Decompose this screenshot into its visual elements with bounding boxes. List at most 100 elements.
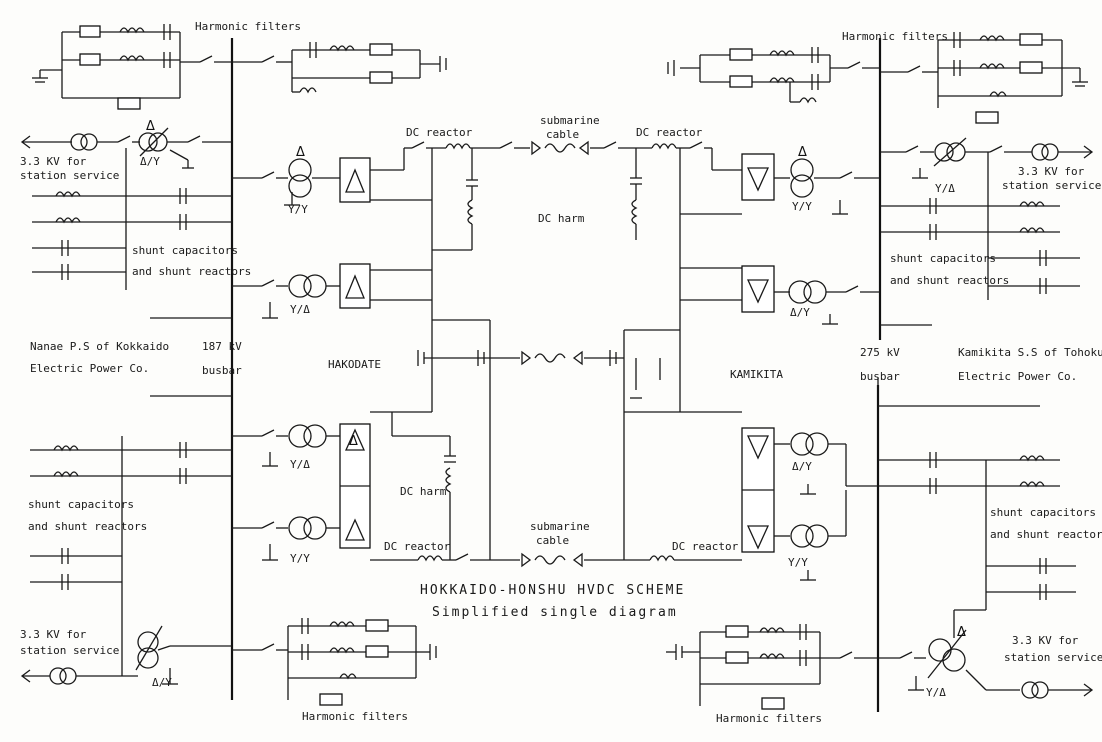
winding-label: Y/Y bbox=[792, 200, 812, 213]
dc-harm-label: DC harm bbox=[400, 485, 447, 498]
transformer-icon bbox=[288, 274, 312, 298]
station-service-top-left bbox=[20, 127, 232, 169]
submarine-cable-label: submarine bbox=[530, 520, 590, 533]
harmonic-filter-top-right-2 bbox=[880, 32, 1088, 124]
harmonic-filter-bottom-left bbox=[232, 618, 437, 706]
winding-delta-label: Δ bbox=[349, 434, 358, 449]
reactor-icon bbox=[119, 55, 145, 62]
station-service-label: 3.3 KV for bbox=[1012, 634, 1079, 647]
submarine-cable-icon bbox=[544, 143, 576, 153]
transformer-icon bbox=[790, 524, 814, 548]
dc-reactor-label: DC reactor bbox=[672, 540, 739, 553]
reactor-icon bbox=[651, 143, 677, 150]
dc-reactor-label: DC reactor bbox=[406, 126, 473, 139]
winding-label: Y/Δ bbox=[290, 303, 310, 316]
station-service-label: station service bbox=[1004, 651, 1102, 664]
kamikita-station-label: Kamikita S.S of Tohoku bbox=[958, 346, 1102, 359]
thyristor-valve-icon bbox=[741, 265, 775, 313]
harmonic-filters-label: Harmonic filters bbox=[716, 712, 822, 725]
station-service-label: station service bbox=[1002, 179, 1101, 192]
converter-bottom-right bbox=[741, 427, 878, 581]
transformer-icon bbox=[70, 133, 88, 151]
winding-label: Y/Y bbox=[788, 556, 808, 569]
harmonic-filters-label: Harmonic filters bbox=[195, 20, 301, 33]
station-service-label: 3.3 KV for bbox=[20, 628, 87, 641]
transformer-icon bbox=[928, 638, 952, 662]
station-name-label: HAKODATE bbox=[328, 358, 381, 371]
shunt-bank-right-top bbox=[880, 198, 1080, 294]
scheme-title: HOKKAIDO-HONSHU HVDC SCHEME bbox=[420, 583, 685, 598]
dc-harm-label: DC harm bbox=[538, 212, 585, 225]
winding-delta-label: Δ bbox=[296, 145, 305, 160]
nanae-station-label: Electric Power Co. bbox=[30, 362, 149, 375]
station-service-label: 3.3 KV for bbox=[20, 155, 87, 168]
harmonic-filter-top-left-2 bbox=[232, 42, 447, 94]
shunt-bank-right-bottom bbox=[878, 452, 1076, 610]
busbar-label: busbar bbox=[202, 364, 242, 377]
resistor-icon bbox=[117, 97, 141, 110]
converter-transformer-left-1 bbox=[232, 157, 371, 206]
transformer-icon bbox=[934, 142, 954, 162]
station-service-bottom-left bbox=[20, 600, 232, 685]
thyristor-valve-icon bbox=[339, 157, 371, 203]
kamikita-station-label: Electric Power Co. bbox=[958, 370, 1077, 383]
transformer-icon bbox=[288, 516, 312, 540]
transformer-icon bbox=[790, 432, 814, 456]
dc-harm-filter-right-upper bbox=[630, 148, 742, 330]
shunt-label: shunt capacitors bbox=[132, 244, 238, 257]
station-service-bottom-right bbox=[878, 609, 1094, 699]
transformer-icon bbox=[790, 158, 814, 182]
transformer-icon bbox=[49, 667, 67, 685]
harmonic-filters-label: Harmonic filters bbox=[842, 30, 948, 43]
winding-label: Δ/Y bbox=[790, 306, 810, 319]
transformer-icon bbox=[137, 631, 159, 653]
thyristor-valve-icon bbox=[339, 263, 371, 309]
transformer-icon bbox=[138, 132, 158, 152]
dc-neutral-line bbox=[392, 319, 742, 560]
shunt-label: shunt capacitors bbox=[990, 506, 1096, 519]
shunt-label: and shunt reactors bbox=[132, 265, 251, 278]
shunt-label: and shunt reactors bbox=[990, 528, 1102, 541]
winding-label: Δ/Y bbox=[140, 155, 160, 168]
station-service-label: station service bbox=[20, 644, 119, 657]
busbar-voltage-label: 187 kV bbox=[202, 340, 242, 353]
winding-label: Y/Δ bbox=[926, 686, 946, 699]
thyristor-valve-icon bbox=[741, 153, 775, 201]
dc-reactor-label: DC reactor bbox=[384, 540, 451, 553]
submarine-cable-label: cable bbox=[546, 128, 579, 141]
winding-delta-label: Δ bbox=[146, 119, 155, 134]
submarine-cable-label: cable bbox=[536, 534, 569, 547]
busbar-label: busbar bbox=[860, 370, 900, 383]
shunt-label: and shunt reactors bbox=[890, 274, 1009, 287]
station-service-top-right bbox=[880, 137, 1094, 300]
station-service-label: 3.3 KV for bbox=[1018, 165, 1085, 178]
harmonic-filter-top-right bbox=[667, 47, 880, 104]
dc-side-left-upper bbox=[370, 140, 742, 320]
shunt-bank-left-bottom bbox=[30, 436, 232, 600]
shunt-label: and shunt reactors bbox=[28, 520, 147, 533]
submarine-cable-label: submarine bbox=[540, 114, 600, 127]
busbar-voltage-label: 275 kV bbox=[860, 346, 900, 359]
station-service-label: station service bbox=[20, 169, 119, 182]
resistor-icon bbox=[79, 25, 101, 38]
dc-reactor-label: DC reactor bbox=[636, 126, 703, 139]
winding-delta-label: Δ bbox=[798, 145, 807, 160]
winding-label: Y/Y bbox=[290, 552, 310, 565]
transformer-icon bbox=[288, 424, 312, 448]
switch-icon bbox=[199, 55, 213, 63]
converter-transformer-left-2 bbox=[232, 263, 371, 319]
winding-label: Y/Δ bbox=[290, 458, 310, 471]
reactor-icon bbox=[119, 27, 145, 34]
station-name-label: KAMIKITA bbox=[730, 368, 783, 381]
shunt-bank-left-top bbox=[32, 148, 232, 290]
transformer-icon bbox=[1021, 681, 1039, 699]
nanae-station-label: Nanae P.S of Kokkaido bbox=[30, 340, 169, 353]
harmonic-filter-top-left bbox=[32, 24, 232, 110]
converter-transformer-right-1 bbox=[741, 153, 880, 215]
converter-bottom-left bbox=[232, 411, 742, 568]
winding-delta-label: Δ bbox=[957, 625, 966, 640]
transformer-icon bbox=[1031, 143, 1049, 161]
winding-label: Δ/Y bbox=[792, 460, 812, 473]
converter-transformer-right-2 bbox=[741, 265, 880, 325]
